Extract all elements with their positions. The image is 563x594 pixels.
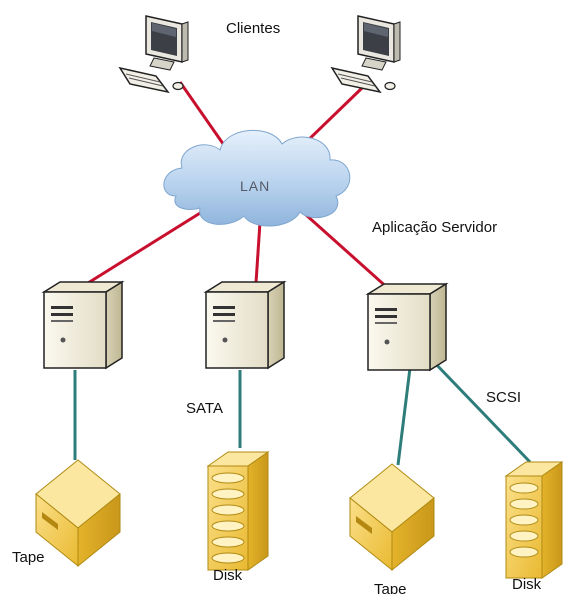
server-tower-icon <box>41 280 125 370</box>
desktop-computer-icon <box>330 15 401 94</box>
tape-drive-icon <box>349 463 435 572</box>
link-server-right-tape <box>396 367 412 466</box>
disk-middle-label: Disk <box>213 567 243 584</box>
app-server-label: Aplicação Servidor <box>372 219 497 236</box>
lan-label: LAN <box>240 178 270 194</box>
link-lan-server-left <box>87 208 206 285</box>
link-client-left-lan <box>178 81 228 149</box>
tape-right-label: Tape <box>374 581 407 594</box>
storage-links <box>73 358 532 466</box>
desktop-computer-icon <box>118 15 189 94</box>
disk-stack-icon <box>504 461 563 579</box>
tape-left-label: Tape <box>12 549 45 566</box>
tape-drive-icon <box>35 459 121 568</box>
link-lan-server-middle <box>254 221 262 284</box>
scsi-label: SCSI <box>486 389 521 406</box>
link-lan-server-right <box>304 212 391 292</box>
disk-stack-icon <box>206 451 270 571</box>
link-server-right-disk <box>430 358 532 464</box>
server-tower-icon <box>203 280 287 370</box>
sata-label: SATA <box>186 400 223 417</box>
cloud-icon: LAN <box>163 130 351 227</box>
clients-label: Clientes <box>226 20 280 37</box>
server-tower-icon <box>365 282 449 372</box>
disk-right-label: Disk <box>512 576 542 593</box>
